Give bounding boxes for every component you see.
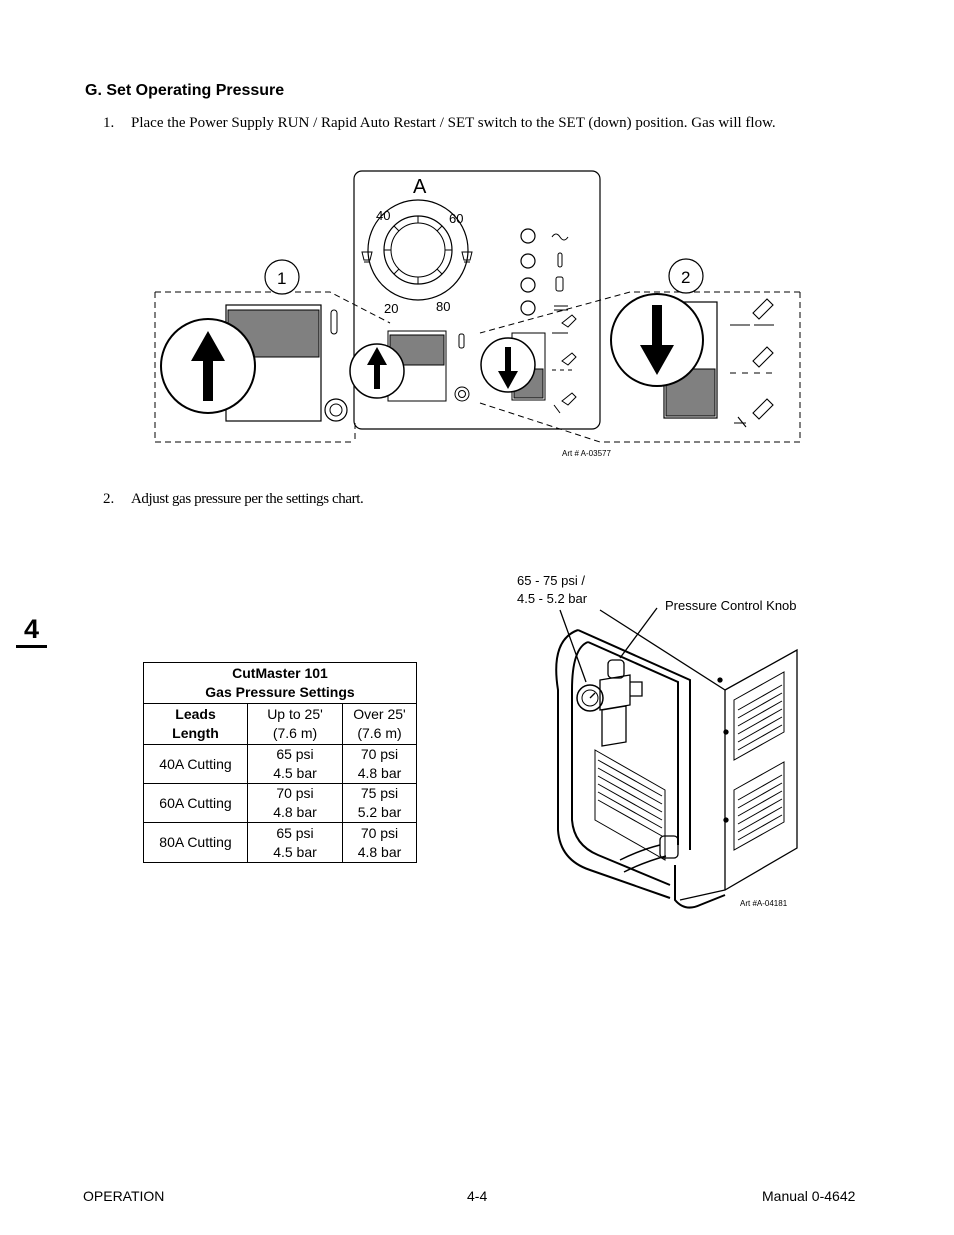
row-label: 60A Cutting [143, 783, 248, 823]
section-heading: G. Set Operating Pressure [85, 82, 285, 99]
callout-1-circle [264, 259, 300, 295]
callout-2-box-right [600, 292, 801, 443]
footer-section: OPERATION [83, 1188, 165, 1204]
callout-1-box-top [155, 291, 391, 324]
regulator-outlet [630, 681, 643, 697]
handle-frame-outer [555, 629, 671, 899]
up-arrow-icon-small [367, 347, 387, 389]
dial-label-80: 80 [436, 299, 450, 314]
panel-art-number: Art # A-03577 [562, 449, 611, 458]
table-title: CutMaster 101 Gas Pressure Settings [143, 662, 417, 704]
handle-frame-inner [571, 641, 671, 886]
callout-2-circle [668, 258, 704, 294]
base-rail [674, 865, 726, 909]
step-2-text: Adjust gas pressure per the settings cha… [131, 491, 364, 507]
regulator-body [599, 674, 631, 711]
step-1-number: 1. [103, 115, 115, 131]
down-arrow-icon-small [498, 347, 518, 389]
step-2-number: 2. [103, 491, 115, 507]
footer-manual-number: Manual 0-4642 [762, 1188, 856, 1204]
row-label: 80A Cutting [143, 822, 248, 863]
torch-icon-b [552, 352, 577, 371]
machine-art-number: Art #A-04181 [740, 899, 788, 908]
pressure-icon [554, 305, 568, 311]
gas-pressure-settings-table: CutMaster 101 Gas Pressure Settings Lead… [143, 662, 417, 863]
footer-page-number: 4-4 [467, 1188, 488, 1204]
torch-cup-icons [361, 251, 473, 263]
indicator-lights [520, 228, 536, 316]
torch-icon-f [734, 398, 774, 428]
chapter-tab: 4 [16, 614, 47, 648]
panel-outline [353, 170, 601, 430]
panel-label-a: A [413, 176, 427, 198]
pressure-control-knob-callout: Pressure Control Knob [665, 598, 797, 613]
gas-icon [555, 276, 564, 292]
power-supply-machine-diagram [555, 607, 798, 909]
front-panel-diagram: A 40 60 20 80 1 [154, 170, 801, 443]
table-header-up-to-25: Up to 25'(7.6 m) [247, 703, 343, 745]
torch-icon-c [553, 392, 577, 414]
callout-2-box-top [479, 291, 800, 334]
table-title-line-2: Gas Pressure Settings [205, 684, 355, 700]
torch-icon-d [730, 298, 774, 326]
chapter-number: 4 [23, 614, 40, 644]
pressure-callout-bar: 4.5 - 5.2 bar [517, 591, 588, 606]
temperature-icon [557, 252, 563, 268]
up-arrow-icon-large [191, 331, 225, 401]
step-1-text: Place the Power Supply RUN / Rapid Auto … [131, 115, 776, 131]
gas-hose [619, 844, 667, 873]
pressure-control-knob [607, 659, 625, 679]
machine-front-edge [599, 609, 726, 901]
pressure-callout-psi: 65 - 75 psi / [517, 573, 585, 588]
dial-label-20: 20 [384, 301, 398, 316]
callout-2-label: 2 [681, 268, 690, 287]
dial-ring [367, 199, 469, 301]
pressure-gauge [576, 684, 604, 712]
row-label: 40A Cutting [143, 744, 248, 784]
table-header-over-25: Over 25'(7.6 m) [342, 703, 417, 745]
torch-icon-a [552, 314, 577, 334]
dial-label-60: 60 [449, 211, 463, 226]
side-louvers [733, 671, 785, 851]
callout-1-label: 1 [277, 269, 286, 288]
down-arrow-icon-large [640, 305, 674, 375]
machine-side [724, 648, 798, 891]
torch-icon-e [730, 346, 774, 374]
filter-bowl [601, 705, 627, 747]
switch-1-slot [330, 309, 338, 335]
ac-icon [551, 233, 569, 241]
table-title-line-1: CutMaster 101 [232, 665, 328, 681]
callout-1-box-left [154, 292, 355, 443]
knob-leader-line [619, 607, 658, 659]
chapter-tab-bar [16, 645, 47, 648]
dial-label-40: 40 [376, 208, 390, 223]
gauge-leader-line [559, 609, 587, 683]
hose-fitting [659, 835, 679, 859]
front-louvers [594, 749, 666, 861]
